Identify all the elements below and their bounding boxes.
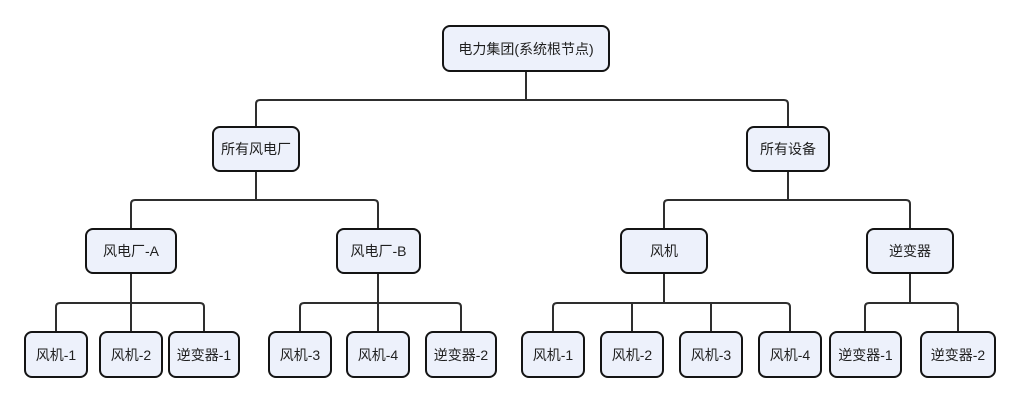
node-group-fan-1: 风机-1 <box>521 331 585 378</box>
connector-all-wind-farms-children <box>130 171 379 229</box>
connector-root-to-level2 <box>255 71 789 127</box>
node-group-fan-4: 风机-4 <box>758 331 822 378</box>
node-inverter-group: 逆变器 <box>866 228 954 274</box>
node-wind-farm-b: 风电厂-B <box>336 228 421 274</box>
node-all-devices: 所有设备 <box>746 126 830 172</box>
connector-fan-group-children <box>552 273 791 332</box>
node-root: 电力集团(系统根节点) <box>442 25 610 72</box>
node-farm-b-inverter-2: 逆变器-2 <box>425 331 497 378</box>
node-all-wind-farms: 所有风电厂 <box>212 126 300 172</box>
node-farm-b-fan-4: 风机-4 <box>346 331 410 378</box>
node-group-inverter-2: 逆变器-2 <box>920 331 996 378</box>
node-fan-group: 风机 <box>620 228 708 274</box>
node-farm-a-fan-2: 风机-2 <box>99 331 163 378</box>
node-wind-farm-a: 风电厂-A <box>85 228 177 274</box>
connector-inverter-group-children <box>864 273 959 332</box>
node-group-inverter-1: 逆变器-1 <box>829 331 902 378</box>
node-group-fan-2: 风机-2 <box>600 331 664 378</box>
node-farm-a-fan-1: 风机-1 <box>24 331 88 378</box>
connector-all-devices-children <box>663 171 911 229</box>
node-group-fan-3: 风机-3 <box>679 331 743 378</box>
connector-wind-farm-a-children <box>55 273 205 332</box>
node-farm-b-fan-3: 风机-3 <box>268 331 332 378</box>
node-farm-a-inverter-1: 逆变器-1 <box>168 331 240 378</box>
connector-wind-farm-b-children <box>299 273 462 332</box>
